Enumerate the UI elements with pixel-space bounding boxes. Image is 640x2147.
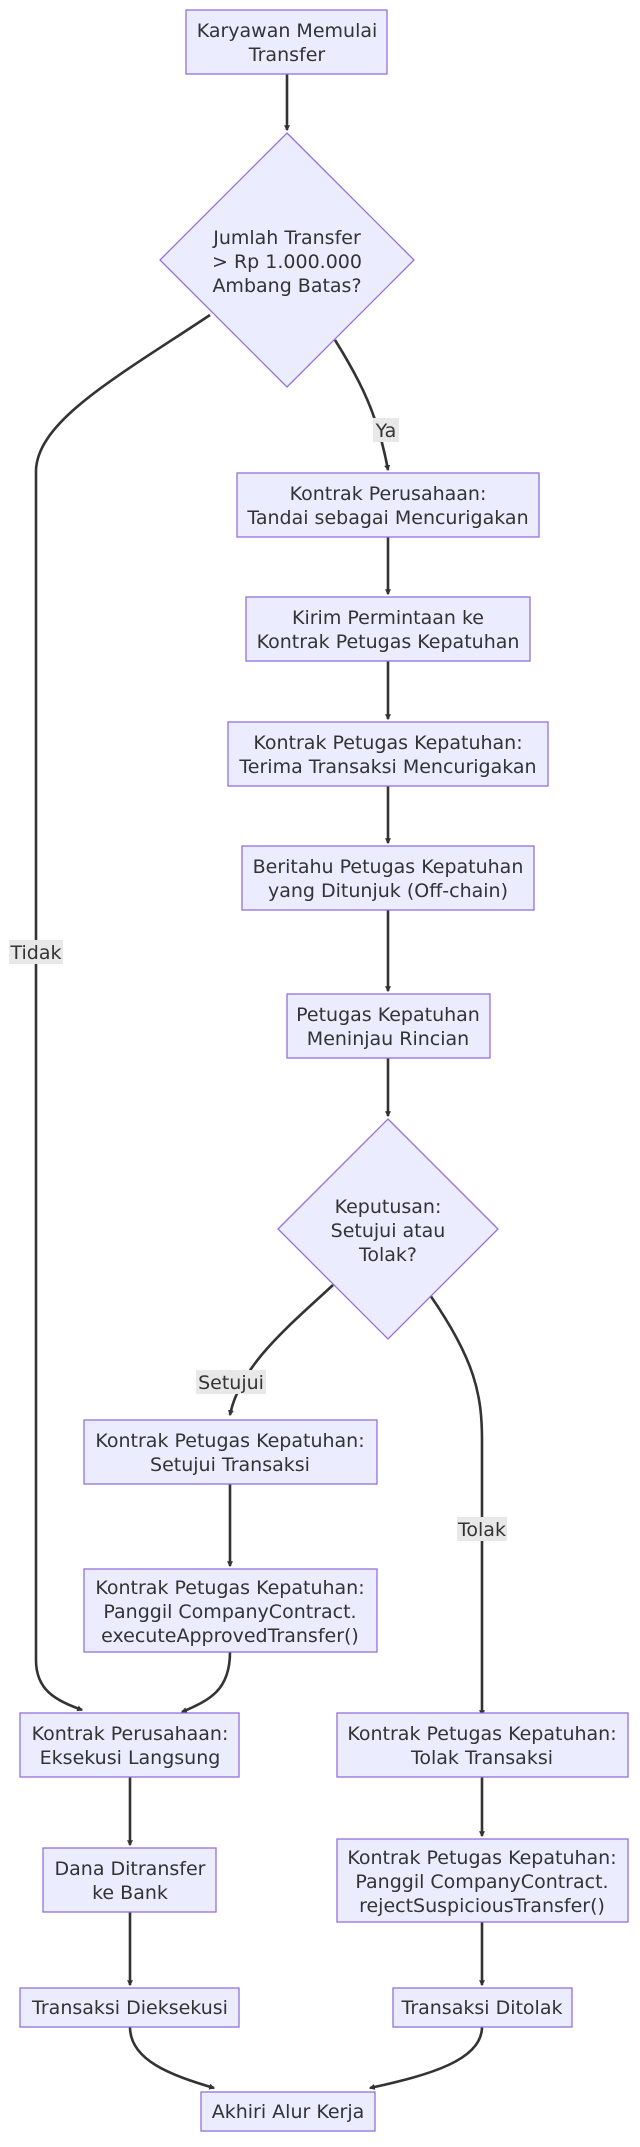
svg-text:Kontrak Petugas Kepatuhan:: Kontrak Petugas Kepatuhan: — [95, 1430, 364, 1452]
svg-text:Tolak: Tolak — [457, 1519, 506, 1541]
node-notify-officer: Beritahu Petugas Kepatuhan yang Ditunjuk… — [241, 845, 535, 911]
node-call-execute: Kontrak Petugas Kepatuhan: Panggil Compa… — [83, 1568, 378, 1653]
node-review-details: Petugas Kepatuhan Meninjau Rincian — [286, 993, 491, 1059]
svg-text:Kontrak Petugas Kepatuhan:: Kontrak Petugas Kepatuhan: — [347, 1723, 616, 1745]
edge-label-approve: Setujui — [196, 1370, 266, 1394]
edge-label-yes: Ya — [373, 418, 399, 442]
node-final-decision: Keputusan: Setujui atau Tolak? — [277, 1118, 499, 1340]
node-end-workflow: Akhiri Alur Kerja — [200, 2091, 376, 2132]
svg-text:Eksekusi Langsung: Eksekusi Langsung — [40, 1747, 221, 1769]
node-reject-transaction: Kontrak Petugas Kepatuhan: Tolak Transak… — [336, 1712, 629, 1778]
edge-decision-reject — [428, 1294, 485, 1717]
node-transaction-executed: Transaksi Dieksekusi — [19, 1987, 240, 2028]
svg-text:Kontrak Perusahaan:: Kontrak Perusahaan: — [290, 483, 487, 505]
svg-text:executeApprovedTransfer(): executeApprovedTransfer() — [101, 1625, 359, 1647]
svg-text:Akhiri Alur Kerja: Akhiri Alur Kerja — [212, 2101, 365, 2123]
node-threshold-decision: Jumlah Transfer > Rp 1.000.000 Ambang Ba… — [159, 132, 415, 388]
svg-text:Karyawan Memulai: Karyawan Memulai — [197, 20, 378, 42]
svg-text:yang Ditunjuk (Off-chain): yang Ditunjuk (Off-chain) — [268, 880, 508, 902]
svg-text:Transfer: Transfer — [248, 44, 326, 66]
node-receive-transaction: Kontrak Petugas Kepatuhan: Terima Transa… — [227, 721, 549, 787]
svg-text:Setujui atau: Setujui atau — [331, 1220, 446, 1242]
node-mark-suspicious: Kontrak Perusahaan: Tandai sebagai Mencu… — [236, 472, 540, 538]
svg-text:Tolak Transaksi: Tolak Transaksi — [410, 1747, 553, 1769]
svg-text:Panggil CompanyContract.: Panggil CompanyContract. — [355, 1871, 608, 1893]
svg-text:> Rp 1.000.000: > Rp 1.000.000 — [212, 251, 362, 273]
svg-text:Dana Ditransfer: Dana Ditransfer — [55, 1858, 206, 1880]
edge-label-reject: Tolak — [457, 1517, 507, 1541]
node-direct-execution: Kontrak Perusahaan: Eksekusi Langsung — [19, 1712, 240, 1778]
svg-text:Kontrak Petugas Kepatuhan: Kontrak Petugas Kepatuhan — [257, 631, 520, 653]
svg-text:Kirim Permintaan ke: Kirim Permintaan ke — [292, 607, 484, 629]
svg-text:Transaksi Dieksekusi: Transaksi Dieksekusi — [31, 1997, 228, 2019]
svg-text:Ambang Batas?: Ambang Batas? — [212, 275, 361, 297]
svg-text:Ya: Ya — [375, 420, 397, 442]
svg-text:Petugas Kepatuhan: Petugas Kepatuhan — [296, 1004, 480, 1026]
node-approve-transaction: Kontrak Petugas Kepatuhan: Setujui Trans… — [83, 1419, 378, 1485]
svg-text:Kontrak Petugas Kepatuhan:: Kontrak Petugas Kepatuhan: — [253, 732, 522, 754]
edge-threshold-direct — [34, 313, 211, 1712]
svg-text:Beritahu Petugas Kepatuhan: Beritahu Petugas Kepatuhan — [253, 856, 524, 878]
edge-threshold-mark — [333, 339, 391, 472]
svg-text:Terima Transaksi Mencurigakan: Terima Transaksi Mencurigakan — [238, 756, 536, 778]
svg-text:Tandai sebagai Mencurigakan: Tandai sebagai Mencurigakan — [246, 507, 528, 529]
svg-text:Keputusan:: Keputusan: — [335, 1196, 442, 1218]
node-transaction-rejected: Transaksi Ditolak — [392, 1987, 573, 2028]
node-call-reject: Kontrak Petugas Kepatuhan: Panggil Compa… — [336, 1838, 629, 1923]
svg-text:Panggil CompanyContract.: Panggil CompanyContract. — [103, 1601, 356, 1623]
node-start: Karyawan Memulai Transfer — [185, 9, 388, 75]
svg-text:Jumlah Transfer: Jumlah Transfer — [212, 227, 361, 249]
edge-decision-approve — [228, 1284, 334, 1417]
edge-call-direct — [180, 1651, 232, 1714]
svg-text:Setujui: Setujui — [198, 1372, 264, 1394]
svg-text:ke Bank: ke Bank — [92, 1882, 168, 1904]
svg-text:Meninjau Rincian: Meninjau Rincian — [307, 1028, 469, 1050]
node-send-request: Kirim Permintaan ke Kontrak Petugas Kepa… — [245, 596, 531, 662]
edge-rejected-end — [368, 2026, 484, 2090]
svg-text:Kontrak Petugas Kepatuhan:: Kontrak Petugas Kepatuhan: — [347, 1847, 616, 1869]
edge-label-no: Tidak — [9, 940, 63, 964]
svg-text:Kontrak Perusahaan:: Kontrak Perusahaan: — [32, 1723, 229, 1745]
edge-executed-end — [128, 2026, 216, 2090]
svg-text:rejectSuspiciousTransfer(): rejectSuspiciousTransfer() — [359, 1895, 605, 1917]
svg-text:Tidak: Tidak — [9, 942, 61, 964]
svg-text:Setujui Transaksi: Setujui Transaksi — [150, 1454, 310, 1476]
node-funds-transferred: Dana Ditransfer ke Bank — [42, 1847, 217, 1913]
svg-text:Kontrak Petugas Kepatuhan:: Kontrak Petugas Kepatuhan: — [95, 1577, 364, 1599]
svg-text:Transaksi Ditolak: Transaksi Ditolak — [401, 1997, 563, 2019]
svg-text:Tolak?: Tolak? — [358, 1244, 417, 1266]
